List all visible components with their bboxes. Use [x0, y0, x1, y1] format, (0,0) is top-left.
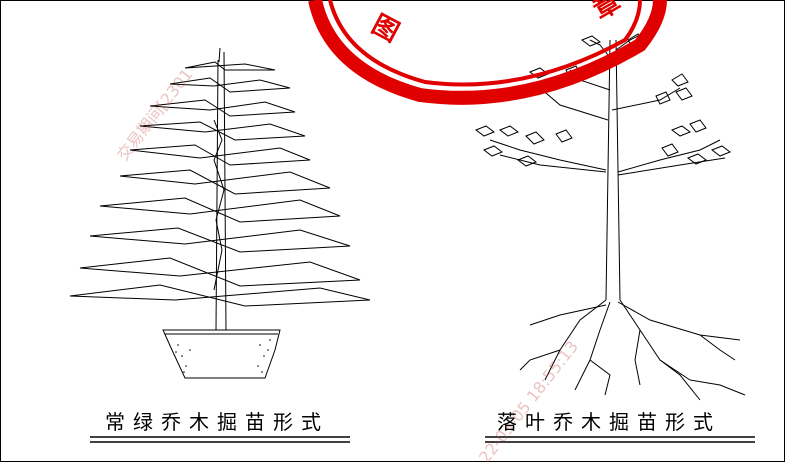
- evergreen-trunk: [215, 51, 227, 331]
- pot-soil-texture: [175, 339, 271, 373]
- evergreen-tree: [69, 47, 371, 379]
- caption-evergreen: 常绿乔木掘苗形式: [105, 410, 329, 434]
- caption-deciduous: 落叶乔木掘苗形式: [497, 410, 721, 434]
- svg-text:图: 图: [367, 10, 404, 49]
- red-stamp: 图 章: [308, 0, 667, 105]
- svg-text:章: 章: [588, 0, 626, 26]
- root-system: [519, 299, 746, 401]
- branch: [539, 87, 609, 121]
- deciduous-trunk: [605, 39, 621, 301]
- caption-underlines: [90, 436, 755, 443]
- pot-outline: [162, 329, 281, 379]
